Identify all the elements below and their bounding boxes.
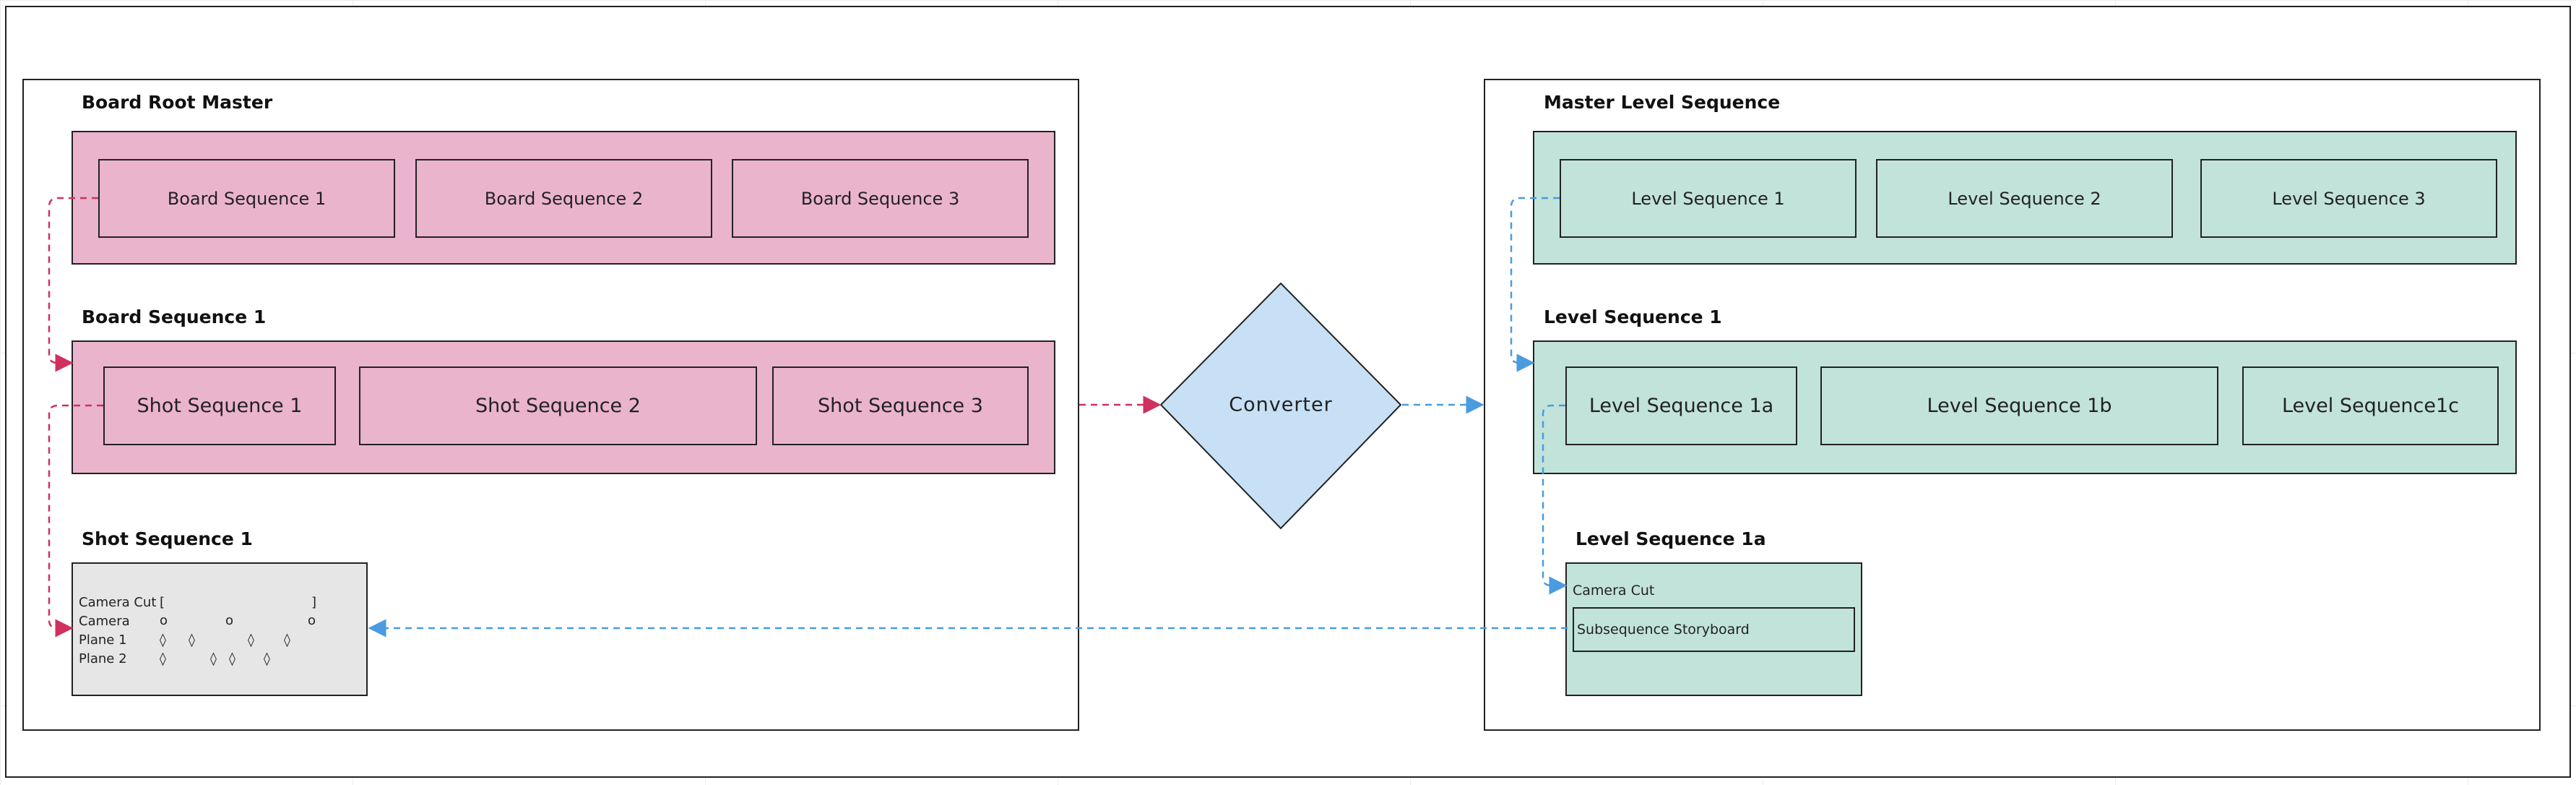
keyframe-diamond-icon: ◊ xyxy=(264,651,270,666)
level-sequence-1a-title: Level Sequence 1a xyxy=(1576,528,1766,549)
keyframe-diamond-icon: ◊ xyxy=(160,651,166,666)
converter-label: Converter xyxy=(1229,393,1333,416)
shot-sequence-2-box[interactable]: Shot Sequence 2 xyxy=(359,366,757,445)
keyframe-diamond-icon: ◊ xyxy=(210,651,217,666)
board-sequence-3-box[interactable]: Board Sequence 3 xyxy=(732,159,1029,238)
board-sequence-1-box[interactable]: Board Sequence 1 xyxy=(98,159,395,238)
level-sequence-2-box[interactable]: Level Sequence 2 xyxy=(1876,159,2173,238)
level-sequence-3-box[interactable]: Level Sequence 3 xyxy=(2200,159,2497,238)
level-sequence-1-box[interactable]: Level Sequence 1 xyxy=(1560,159,1857,238)
subsequence-storyboard-box[interactable]: Subsequence Storyboard xyxy=(1573,607,1855,652)
board-root-master-title: Board Root Master xyxy=(82,92,273,113)
board-sequence-2-box[interactable]: Board Sequence 2 xyxy=(415,159,712,238)
keyframe-diamond-icon: ◊ xyxy=(229,651,235,666)
level-sequence-title: Level Sequence 1 xyxy=(1544,306,1722,327)
shot-sequence-3-box[interactable]: Shot Sequence 3 xyxy=(772,366,1029,445)
level-sequence-1a-detail[interactable]: Camera Cut Subsequence Storyboard xyxy=(1565,562,1862,696)
bracket-open: [ xyxy=(160,595,165,610)
level-sequence-1a-box[interactable]: Level Sequence 1a xyxy=(1565,366,1797,445)
keyframe-circle-icon: o xyxy=(225,613,234,628)
shot-sequence-1-box[interactable]: Shot Sequence 1 xyxy=(103,366,336,445)
shot-sequence-title: Shot Sequence 1 xyxy=(82,528,253,549)
level-sequence-1c-box[interactable]: Level Sequence1c xyxy=(2242,366,2499,445)
board-sequence-title: Board Sequence 1 xyxy=(82,306,267,327)
keyframe-diamond-icon: ◊ xyxy=(248,632,254,648)
shot-sequence-detail[interactable]: Camera Cut [ ] Camera o o o Plane 1 ◊ ◊ … xyxy=(72,562,368,696)
keyframe-circle-icon: o xyxy=(308,613,316,628)
track-plane-2: Plane 2 xyxy=(79,651,127,666)
keyframe-diamond-icon: ◊ xyxy=(189,632,195,648)
level-sequence-1b-box[interactable]: Level Sequence 1b xyxy=(1820,366,2218,445)
track-plane-1: Plane 1 xyxy=(79,632,127,648)
bracket-close: ] xyxy=(311,595,317,610)
master-level-sequence-title: Master Level Sequence xyxy=(1544,92,1781,113)
keyframe-diamond-icon: ◊ xyxy=(160,632,166,648)
track-camera: Camera xyxy=(79,614,130,629)
camera-cut-label: Camera Cut xyxy=(1573,583,1655,599)
keyframe-circle-icon: o xyxy=(160,613,168,628)
keyframe-diamond-icon: ◊ xyxy=(284,632,290,648)
subsequence-storyboard-label: Subsequence Storyboard xyxy=(1577,622,1750,638)
track-camera-cut: Camera Cut xyxy=(79,595,157,610)
